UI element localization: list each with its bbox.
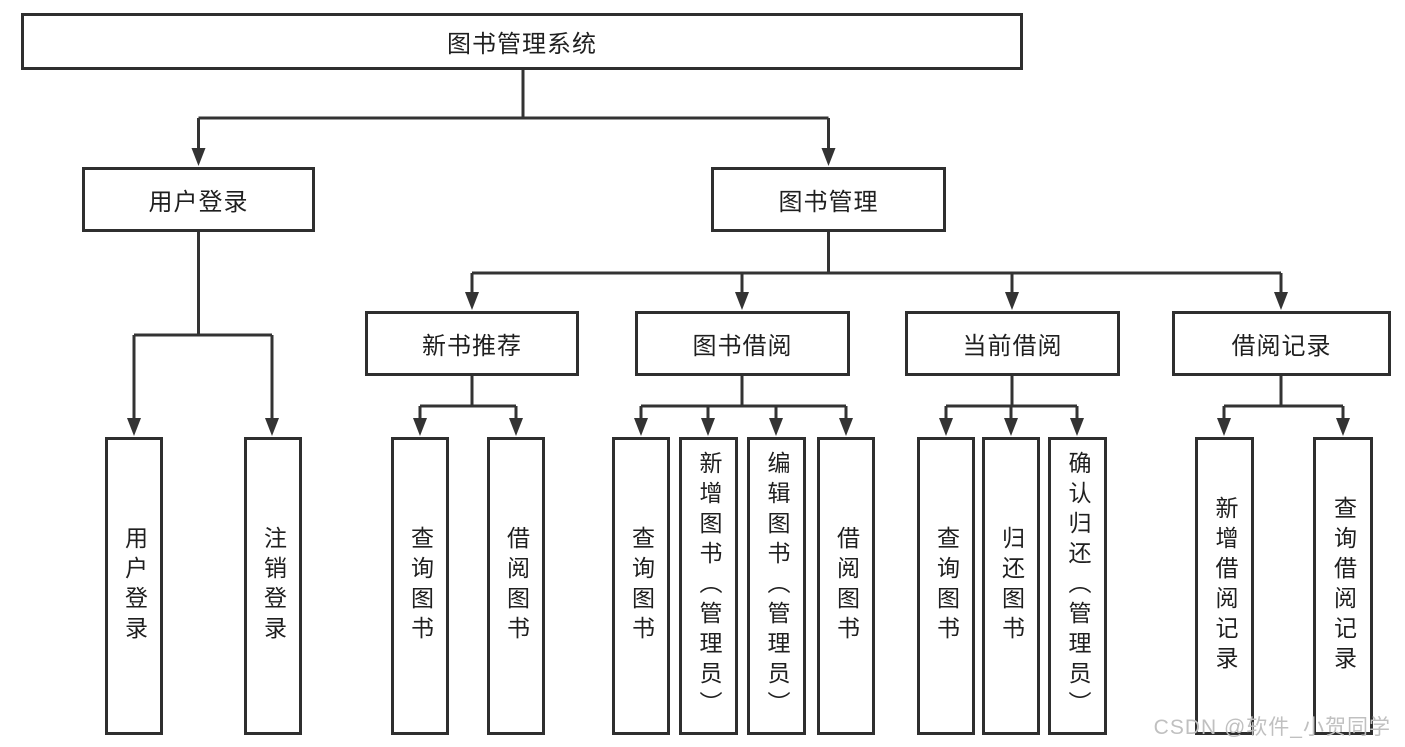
node-borrowing-records: 借阅记录 [1172,311,1391,376]
arrowhead-icon [1274,292,1288,310]
node-query-books-1: 查询图书 [391,437,449,735]
node-query-books-2: 查询图书 [612,437,670,735]
node-query-borrow-record: 查询借阅记录 [1313,437,1373,735]
arrowhead-icon [127,418,141,436]
node-query-books-3: 查询图书 [917,437,975,735]
arrowhead-icon [1217,418,1231,436]
arrowhead-icon [839,418,853,436]
node-user-login: 用户登录 [82,167,315,232]
arrowhead-icon [939,418,953,436]
node-add-borrow-record: 新增借阅记录 [1195,437,1254,735]
arrowhead-icon [634,418,648,436]
node-book-borrowing: 图书借阅 [635,311,850,376]
node-return-books: 归还图书 [982,437,1040,735]
arrowhead-icon [735,292,749,310]
arrowhead-icon [413,418,427,436]
watermark: CSDN @软件_小贺同学 [1153,716,1391,739]
node-borrow-books-2: 借阅图书 [817,437,875,735]
arrowhead-icon [465,292,479,310]
node-book-management: 图书管理 [711,167,946,232]
arrowhead-icon [1070,418,1084,436]
arrowhead-icon [1336,418,1350,436]
node-confirm-return-admin: 确认归还（管理员） [1048,437,1107,735]
node-current-borrowing: 当前借阅 [905,311,1120,376]
arrowhead-icon [701,418,715,436]
node-logout: 注销登录 [244,437,302,735]
arrowhead-icon [769,418,783,436]
node-root-library-system: 图书管理系统 [21,13,1023,70]
arrowhead-icon [509,418,523,436]
arrowhead-icon [1005,292,1019,310]
arrowhead-icon [265,418,279,436]
arrowhead-icon [821,148,836,166]
node-add-books-admin: 新增图书（管理员） [679,437,738,735]
arrowhead-icon [1004,418,1018,436]
arrowhead-icon [191,148,206,166]
node-user-login-leaf: 用户登录 [105,437,163,735]
node-edit-books-admin: 编辑图书（管理员） [747,437,806,735]
node-borrow-books-1: 借阅图书 [487,437,545,735]
node-new-book-recommendation: 新书推荐 [365,311,579,376]
